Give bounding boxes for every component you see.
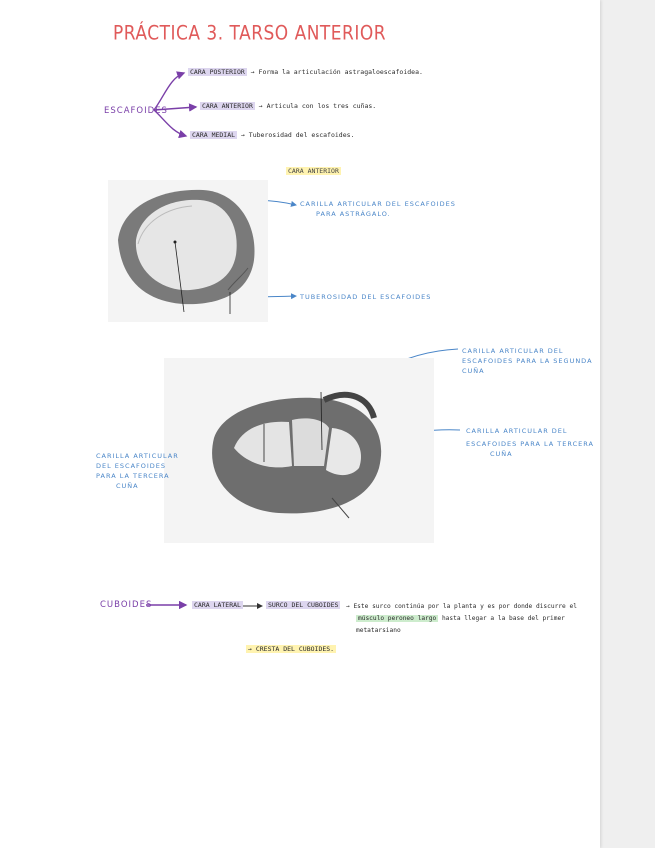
musculo-peroneo-highlight: músculo peroneo largo [356,615,438,622]
surco-desc-line3: metatarsiano [346,625,577,637]
surco-desc-line2: hasta llegar a la base del primer [438,615,565,622]
cara-lateral-text: CARA LATERAL [192,601,243,609]
escafoides-label: ESCAFOIDES [104,106,168,116]
branch-arrow-posterior [154,73,184,110]
cara-lateral-tag: CARA LATERAL [192,601,243,609]
navicular-distal-drawing [164,358,434,543]
surco-desc-line1: → Este surco continúa por la planta y es… [346,601,577,613]
cara-medial-tag: CARA MEDIAL [190,131,237,139]
cara-posterior-desc: → Forma la articulación astragaloescafoi… [251,68,423,76]
label-segunda-cuna-line1: CARILLA ARTICULAR DEL [462,346,593,356]
cuboides-label: CUBOIDES [100,600,152,610]
figure2-label-tercera-cuna-right: CARILLA ARTICULAR DEL ESCAFOIDES PARA LA… [466,426,594,459]
note-page: PRÁCTICA 3. TARSO ANTERIOR ESCA [0,0,600,848]
surco-description: → Este surco continúa por la planta y es… [346,601,577,637]
figure1-caption-text: CARA ANTERIOR [286,167,341,175]
label-tercera-left-line2: DEL ESCAFOIDES [96,461,179,471]
cara-anterior-tag: CARA ANTERIOR [200,102,255,110]
figure2-label-tercera-cuna-left: CARILLA ARTICULAR DEL ESCAFOIDES PARA LA… [96,451,179,491]
label-astragalo-line2: PARA ASTRÁGALO. [300,209,456,219]
label-tercera-right-line1: CARILLA ARTICULAR DEL [466,426,594,436]
cresta-cuboides-row: → CRESTA DEL CUBOIDES. [246,645,336,653]
cresta-cuboides-text: → CRESTA DEL CUBOIDES. [246,645,336,653]
label-tercera-left-line4: CUÑA [96,481,179,491]
label-astragalo-line1: CARILLA ARTICULAR DEL ESCAFOIDES [300,199,456,209]
figure1-caption: CARA ANTERIOR [286,167,341,175]
figure1-bone-image [108,180,268,322]
cara-medial-row: CARA MEDIAL → Tuberosidad del escafoides… [190,131,354,139]
surco-text: SURCO DEL CUBOIDES [266,601,340,609]
cara-medial-desc: → Tuberosidad del escafoides. [241,131,355,139]
figure2-bone-image [164,358,434,543]
label-tercera-right-line3: CUÑA [466,449,594,459]
cara-posterior-row: CARA POSTERIOR → Forma la articulación a… [188,68,423,76]
figure2-label-segunda-cuna: CARILLA ARTICULAR DEL ESCAFOIDES PARA LA… [462,346,593,376]
cara-anterior-row: CARA ANTERIOR → Articula con los tres cu… [200,102,376,110]
cara-anterior-desc: → Articula con los tres cuñas. [259,102,376,110]
figure1-label-astragalo: CARILLA ARTICULAR DEL ESCAFOIDES PARA AS… [300,199,456,219]
surco-tag: SURCO DEL CUBOIDES [266,601,340,609]
cara-posterior-tag: CARA POSTERIOR [188,68,247,76]
navicular-anterior-drawing [108,180,268,322]
label-tercera-left-line1: CARILLA ARTICULAR [96,451,179,461]
label-segunda-cuna-line3: CUÑA [462,366,593,376]
label-tercera-right-line2: ESCAFOIDES PARA LA TERCERA [466,439,594,449]
label-tercera-left-line3: PARA LA TERCERA [96,471,179,481]
figure1-label-tuberosidad: TUBEROSIDAD DEL ESCAFOIDES [300,292,431,302]
label-segunda-cuna-line2: ESCAFOIDES PARA LA SEGUNDA [462,356,593,366]
